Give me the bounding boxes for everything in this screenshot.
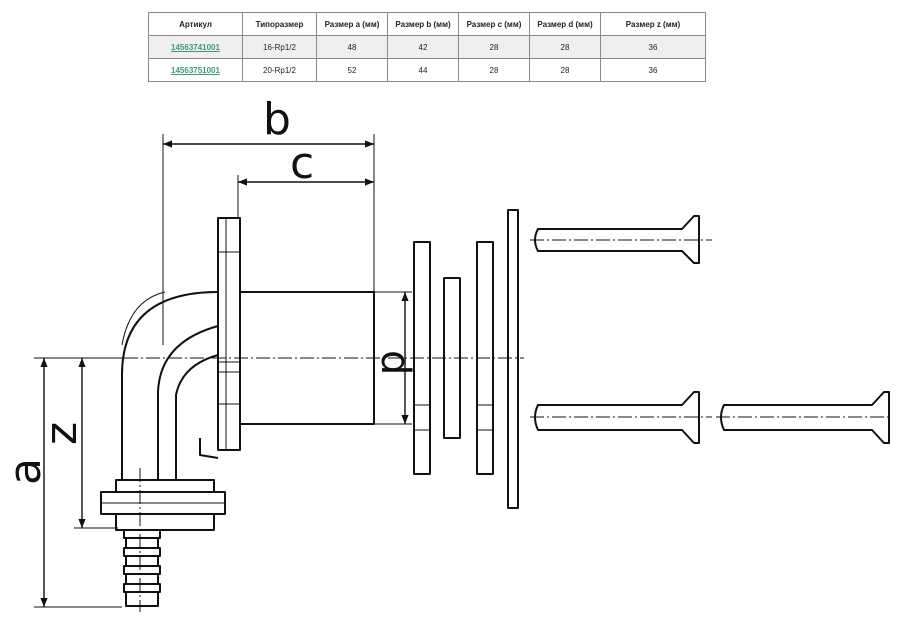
size-cell: 16-Rp1/2 [242, 35, 317, 59]
pipe-stub [123, 529, 161, 607]
compression-collar [100, 479, 226, 531]
article-cell: 14563751001 [148, 58, 243, 82]
center-lines [36, 239, 892, 612]
d-cell: 28 [529, 35, 601, 59]
screw-middle [534, 391, 700, 444]
c-cell: 28 [458, 58, 530, 82]
col-c-header: Размер c (мм) [458, 12, 530, 36]
dimension-d-label: d [372, 350, 418, 375]
z-cell: 36 [600, 58, 706, 82]
col-article-header: Артикул [148, 12, 243, 36]
washer-plates [413, 209, 519, 509]
b-cell: 44 [387, 58, 459, 82]
dimension-a-label: a [0, 458, 51, 485]
a-cell: 52 [316, 58, 388, 82]
table-row: 14563751001 20-Rp1/2 52 44 28 28 36 [148, 58, 706, 82]
size-cell: 20-Rp1/2 [242, 58, 317, 82]
a-cell: 48 [316, 35, 388, 59]
col-z-header: Размер z (мм) [600, 12, 706, 36]
dimension-b-label: b [263, 94, 291, 145]
col-size-header: Типоразмер [242, 12, 317, 36]
dimension-z-label: z [36, 422, 87, 445]
elbow-body [121, 291, 219, 480]
specs-table: Артикул Типоразмер Размер a (мм) Размер … [148, 12, 706, 82]
d-cell: 28 [529, 58, 601, 82]
z-cell: 36 [600, 35, 706, 59]
b-cell: 42 [387, 35, 459, 59]
col-a-header: Размер a (мм) [316, 12, 388, 36]
col-d-header: Размер d (мм) [529, 12, 601, 36]
extension-lines [34, 134, 412, 608]
screw-right [720, 391, 890, 444]
c-cell: 28 [458, 35, 530, 59]
article-link[interactable]: 14563751001 [171, 65, 220, 75]
table-row: 14563741001 16-Rp1/2 48 42 28 28 36 [148, 35, 706, 59]
col-b-header: Размер b (мм) [387, 12, 459, 36]
mounting-flange [217, 217, 241, 451]
article-cell: 14563741001 [148, 35, 243, 59]
article-link[interactable]: 14563741001 [171, 42, 220, 52]
dimension-c-label: c [290, 138, 314, 189]
screw-top [534, 215, 700, 264]
dimension-lines [40, 140, 409, 607]
technical-drawing: b c d a z [0, 94, 892, 612]
table-header-row: Артикул Типоразмер Размер a (мм) Размер … [148, 12, 706, 36]
